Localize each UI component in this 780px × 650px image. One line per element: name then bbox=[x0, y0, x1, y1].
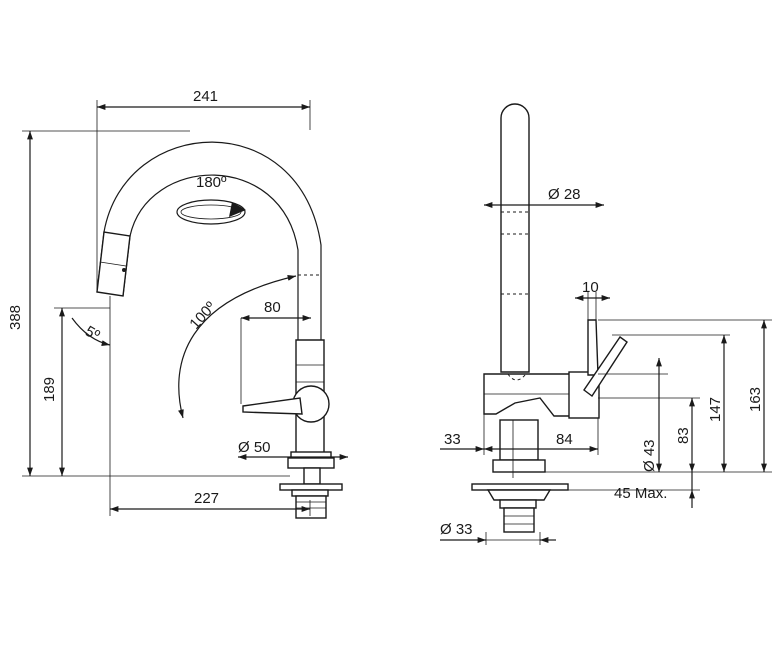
dim-base-diameter: Ø 50 bbox=[238, 439, 271, 456]
dim-total-height: 388 bbox=[7, 305, 24, 330]
dim-spout-base-height: 189 bbox=[41, 377, 58, 402]
dim-lever-offset: 80 bbox=[264, 299, 281, 316]
lever-arm bbox=[583, 336, 628, 398]
spout-column bbox=[500, 103, 530, 373]
dim-body-left: 33 bbox=[444, 431, 461, 448]
front-view: 180º 241 388 189 5º 100º 80 Ø 50 22 bbox=[7, 88, 348, 519]
lever-handle bbox=[587, 319, 599, 376]
dim-lever-width: 10 bbox=[582, 279, 599, 296]
rotation-angle-label: 180º bbox=[196, 174, 227, 191]
dim-height-147: 147 bbox=[707, 397, 724, 422]
lever-angle-label: 100º bbox=[186, 298, 219, 332]
side-view: Ø 28 10 33 84 Ø 43 83 147 163 45 Max. bbox=[440, 103, 772, 545]
dim-body-right: 84 bbox=[556, 431, 573, 448]
rotation-arrow-icon bbox=[176, 199, 246, 225]
dim-spout-diameter: Ø 28 bbox=[548, 186, 581, 203]
dim-total-reach: 241 bbox=[193, 88, 218, 105]
spout-outer-edge bbox=[96, 141, 322, 348]
dim-mount-thickness: 45 Max. bbox=[614, 485, 667, 502]
dim-body-diameter: Ø 43 bbox=[641, 439, 658, 472]
dim-hole-diameter: Ø 33 bbox=[440, 521, 473, 538]
dim-height-163: 163 bbox=[747, 387, 764, 412]
dim-height-83: 83 bbox=[675, 427, 692, 444]
dim-spout-reach: 227 bbox=[194, 490, 219, 507]
spout-inner-edge bbox=[122, 174, 299, 348]
side-mount-shank bbox=[503, 507, 535, 533]
side-base-plate bbox=[471, 483, 569, 491]
mount-shank bbox=[295, 495, 327, 519]
side-lever bbox=[242, 397, 303, 415]
